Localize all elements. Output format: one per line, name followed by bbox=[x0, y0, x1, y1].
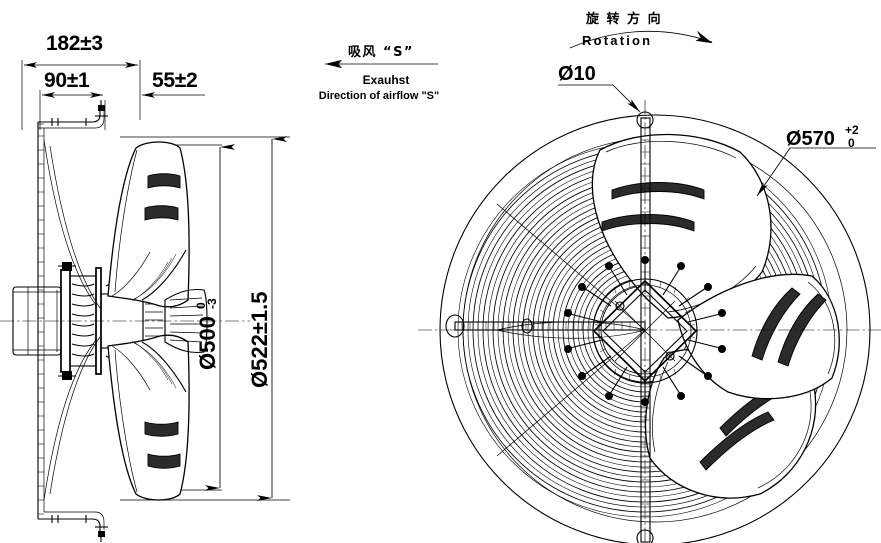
rotation-note-english: Rotation bbox=[582, 33, 652, 48]
dimension-label-570-tol-lower: 0 bbox=[848, 136, 855, 150]
cooling-fins bbox=[71, 283, 95, 357]
guard-support-struts bbox=[43, 139, 101, 501]
airflow-note-english-2: Direction of airflow "S" bbox=[319, 90, 439, 102]
fan-blades-front bbox=[591, 133, 840, 499]
blade-feather-upper bbox=[131, 253, 177, 302]
bracket-hatching bbox=[38, 123, 44, 515]
mounting-stud-top bbox=[95, 100, 108, 117]
dimension-label-570-tol-upper: +2 bbox=[845, 123, 859, 137]
blade-feather-lower bbox=[131, 340, 177, 389]
dimension-label-500-value: Ø500 bbox=[195, 316, 220, 370]
dimension-label-500-tol-upper: 0 bbox=[194, 302, 208, 309]
dimension-label-hole-10: Ø10 bbox=[558, 63, 596, 85]
dimension-label-570: Ø570 +2 0 bbox=[786, 123, 859, 150]
dimension-label-500-tol-lower: -3 bbox=[205, 298, 219, 309]
dimension-182 bbox=[21, 60, 141, 130]
blade-slots-lower bbox=[144, 421, 181, 469]
dimension-label-570-value: Ø570 bbox=[786, 128, 835, 150]
leader-hole-10 bbox=[558, 84, 641, 113]
blade-slots-upper bbox=[144, 173, 181, 221]
airflow-note: 吸风 “S” Exauhst Direction of airflow "S" bbox=[319, 45, 439, 102]
side-elevation-view bbox=[0, 60, 290, 542]
impeller-blades-side bbox=[107, 141, 208, 501]
dimension-label-500: Ø500 0 -3 bbox=[194, 298, 220, 370]
bracket-join-ticks bbox=[51, 118, 87, 523]
airflow-note-chinese: 吸风 “S” bbox=[348, 45, 414, 60]
blade1-slots bbox=[601, 182, 705, 232]
dimension-label-90: 90±1 bbox=[44, 69, 90, 92]
dimension-label-55: 55±2 bbox=[152, 69, 197, 92]
leader-ring-570 bbox=[756, 147, 876, 197]
dimension-label-182: 182±3 bbox=[46, 32, 103, 55]
dimension-522 bbox=[120, 136, 290, 501]
rotation-note-chinese: 旋 转 方 向 bbox=[585, 11, 662, 27]
airflow-note-english-1: Exauhst bbox=[363, 73, 410, 87]
rotation-arrow bbox=[569, 30, 713, 49]
rotation-note: 旋 转 方 向 Rotation bbox=[582, 11, 662, 48]
dimension-label-522: Ø522±1.5 bbox=[247, 292, 272, 388]
dimension-label-522-text: Ø522±1.5 bbox=[247, 292, 272, 388]
guard-frame-bracket bbox=[37, 108, 105, 534]
front-elevation-view bbox=[325, 30, 881, 543]
mounting-stud-bottom bbox=[95, 526, 108, 542]
mid-blade-ribs bbox=[169, 297, 204, 343]
